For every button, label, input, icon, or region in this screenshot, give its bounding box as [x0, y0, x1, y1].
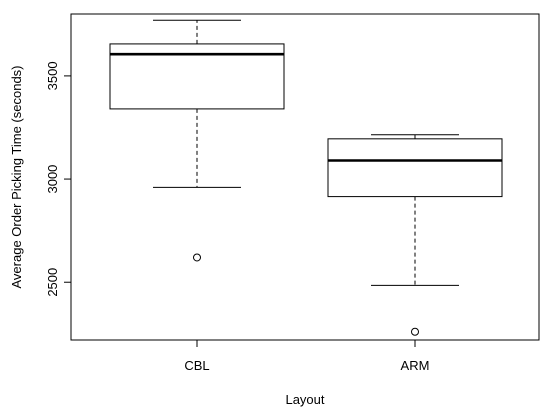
y-axis-label: Average Order Picking Time (seconds)	[9, 65, 24, 288]
outlier-point	[193, 253, 201, 262]
x-tick-label: ARM	[401, 358, 430, 373]
box-cbl	[109, 19, 285, 262]
outlier-point	[411, 327, 419, 336]
y-axis: 2500 3000 3500	[45, 61, 72, 297]
y-tick-label: 3500	[45, 61, 60, 90]
x-axis: CBL ARM	[184, 339, 430, 373]
interquartile-box	[327, 138, 503, 198]
x-axis-label: Layout	[285, 392, 324, 407]
y-tick-label: 2500	[45, 268, 60, 297]
y-tick-label: 3000	[45, 165, 60, 194]
x-tick-label: CBL	[184, 358, 209, 373]
box-series	[109, 19, 503, 336]
box-arm	[327, 134, 503, 336]
